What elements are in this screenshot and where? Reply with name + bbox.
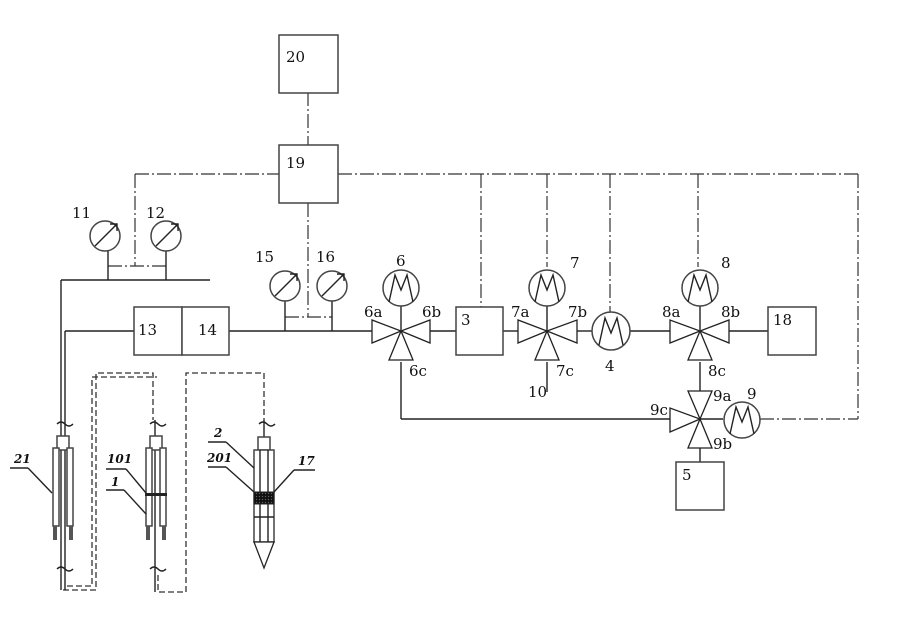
box-13-14: 13 14 (133, 306, 230, 356)
pump-8: 8 (681, 254, 731, 307)
pump-9: 9 (723, 385, 761, 439)
box-3-label: 3 (461, 311, 471, 329)
probe-101-label: 101 (107, 452, 132, 466)
box-5: 5 (675, 461, 725, 511)
valve-8: 8a 8b 8c (662, 303, 740, 380)
box-19-label: 19 (286, 154, 305, 172)
probe-1: 101 1 (106, 420, 167, 592)
valve-7a-label: 7a (511, 303, 530, 321)
probe-21-label: 21 (13, 452, 31, 466)
pump-6: 6 (382, 252, 420, 307)
pump-4-label: 4 (605, 357, 615, 375)
dashed-connections (63, 372, 265, 593)
box-20-label: 20 (286, 48, 305, 66)
box-5-label: 5 (682, 466, 692, 484)
gauge-15-label: 15 (255, 248, 274, 266)
pump-6-label: 6 (396, 252, 406, 270)
valve-6b-label: 6b (422, 303, 441, 321)
box-14-label: 14 (198, 321, 217, 339)
probe-201-label: 201 (206, 451, 232, 465)
valve-9: 9a 9b 9c (650, 387, 732, 453)
gauge-12-label: 12 (146, 204, 165, 222)
probe-2: 2 201 17 (206, 420, 315, 570)
valve-9c-label: 9c (650, 401, 668, 419)
gauge-15: 15 (255, 248, 301, 302)
valve-7c-label: 7c (556, 362, 574, 380)
gauge-16-label: 16 (316, 248, 335, 266)
probe-1-label: 1 (111, 475, 119, 489)
probe-21: 21 (10, 421, 74, 590)
pump-8-label: 8 (721, 254, 731, 272)
box-13-label: 13 (138, 321, 157, 339)
valve-7: 7a 7b 7c 10 (511, 303, 587, 401)
pump-7: 7 (528, 254, 580, 307)
box-19: 19 (278, 144, 339, 204)
valve-6a-label: 6a (364, 303, 383, 321)
box-18-label: 18 (773, 311, 792, 329)
line-10-label: 10 (528, 383, 547, 401)
valve-8a-label: 8a (662, 303, 681, 321)
valve-8c-label: 8c (708, 362, 726, 380)
gauge-12: 12 (146, 204, 182, 252)
box-3: 3 (455, 306, 504, 356)
gauge-16: 16 (316, 248, 348, 302)
signal-lines (108, 92, 859, 420)
probe-17-label: 17 (298, 454, 315, 468)
pump-7-label: 7 (570, 254, 580, 272)
box-20: 20 (278, 34, 339, 94)
gauge-11-label: 11 (72, 204, 91, 222)
valve-7b-label: 7b (568, 303, 587, 321)
probe-2-label: 2 (213, 426, 222, 440)
valve-6c-label: 6c (409, 362, 427, 380)
process-lines (60, 250, 768, 462)
pump-9-label: 9 (747, 385, 757, 403)
pump-4: 4 (591, 311, 631, 375)
box-18: 18 (767, 306, 817, 356)
valve-9a-label: 9a (713, 387, 732, 405)
valve-9b-label: 9b (713, 435, 732, 453)
gauge-11: 11 (72, 204, 121, 252)
valve-8b-label: 8b (721, 303, 740, 321)
valve-6: 6a 6b 6c (364, 303, 441, 380)
